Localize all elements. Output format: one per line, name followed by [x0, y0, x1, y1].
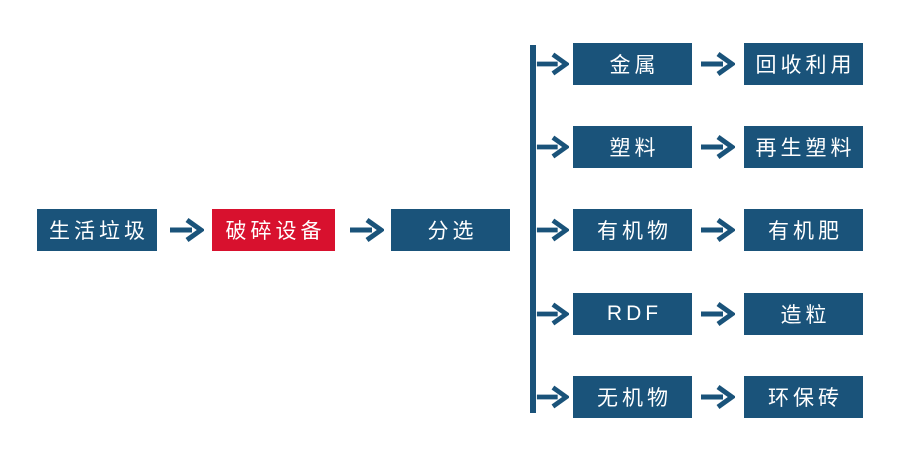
node-inorganic-matter: 无机物: [573, 376, 692, 418]
arrow-right-icon: [348, 217, 384, 243]
arrow-right-icon: [168, 217, 204, 243]
arrow-right-icon: [699, 384, 735, 410]
node-recycled-plastic: 再生塑料: [744, 126, 863, 168]
node-eco-brick: 环保砖: [744, 376, 863, 418]
node-household-waste: 生活垃圾: [37, 209, 157, 251]
arrow-right-icon: [535, 384, 569, 410]
arrow-right-icon: [535, 134, 569, 160]
arrow-right-icon: [699, 217, 735, 243]
arrow-right-icon: [699, 51, 735, 77]
node-organic-fertilizer: 有机肥: [744, 209, 863, 251]
node-recycling: 回收利用: [744, 43, 863, 85]
arrow-right-icon: [699, 134, 735, 160]
arrow-right-icon: [535, 301, 569, 327]
node-metal: 金属: [573, 43, 692, 85]
branch-trunk-line: [530, 45, 536, 413]
node-crushing-equipment: 破碎设备: [212, 209, 335, 251]
node-rdf: RDF: [573, 293, 692, 335]
arrow-right-icon: [535, 217, 569, 243]
node-granulation: 造粒: [744, 293, 863, 335]
arrow-right-icon: [699, 301, 735, 327]
arrow-right-icon: [535, 51, 569, 77]
node-sorting: 分选: [391, 209, 510, 251]
node-organic-matter: 有机物: [573, 209, 692, 251]
node-plastic: 塑料: [573, 126, 692, 168]
